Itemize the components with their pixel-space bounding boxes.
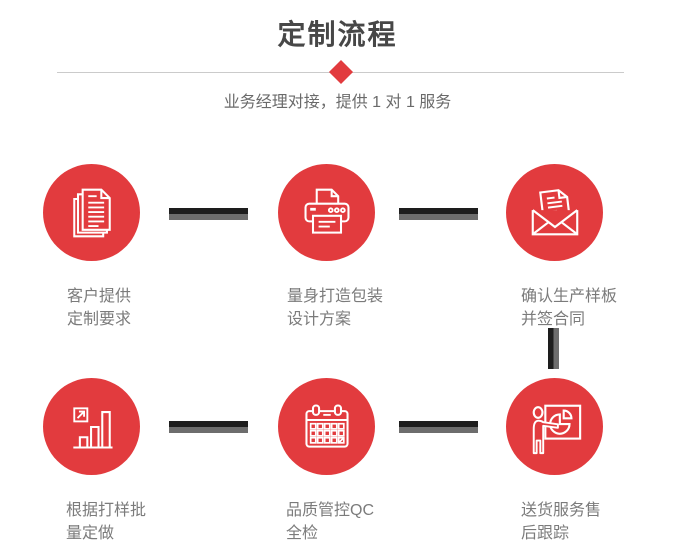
documents-icon — [72, 188, 111, 237]
connector-line — [169, 208, 248, 220]
step-label-line1: 确认生产样板 — [521, 288, 618, 305]
printer-icon — [304, 188, 349, 234]
bar-chart-icon — [72, 406, 113, 449]
step-label: 客户提供 定制要求 — [67, 285, 131, 331]
connector-line-vertical — [548, 328, 559, 369]
step-sample-contract: 确认生产样板 并签合同 — [506, 164, 617, 328]
step-label-line1: 送货服务售 — [521, 502, 602, 519]
step-batch-production: 根据打样批 量定做 — [43, 378, 146, 542]
step-label-line2: 全检 — [286, 525, 319, 542]
step-label-line2: 定制要求 — [67, 311, 132, 328]
step-quality-control: 品质管控QC 全检 — [278, 378, 375, 542]
step-circle — [43, 164, 140, 261]
step-label-line2: 并签合同 — [521, 311, 586, 328]
step-label: 送货服务售 后跟踪 — [521, 499, 601, 545]
step-label: 量身打造包装 设计方案 — [287, 285, 383, 331]
connector-line — [399, 208, 478, 220]
calendar-icon — [304, 404, 349, 448]
diamond-icon — [328, 59, 353, 85]
step-label-line2: 后跟踪 — [521, 525, 570, 542]
step-label-line1: 根据打样批 — [66, 502, 147, 519]
step-label: 品质管控QC 全检 — [286, 499, 374, 545]
subtitle: 业务经理对接，提供 1 对 1 服务 — [223, 94, 452, 111]
step-circle — [43, 378, 140, 475]
step-label-line1: 客户提供 — [67, 288, 132, 305]
step-label: 根据打样批 量定做 — [66, 499, 146, 545]
step-label-line1: 品质管控QC — [286, 502, 375, 519]
step-packaging-design: 量身打造包装 设计方案 — [278, 164, 383, 328]
page-title: 定制流程 — [277, 19, 398, 50]
step-circle — [506, 378, 603, 475]
step-label-line2: 量定做 — [66, 525, 115, 542]
step-label-line1: 量身打造包装 — [287, 288, 384, 305]
connector-line — [169, 421, 248, 433]
divider-line — [57, 59, 624, 85]
step-label-line2: 设计方案 — [287, 311, 352, 328]
step-circle — [278, 378, 375, 475]
step-circle — [278, 164, 375, 261]
envelope-icon — [531, 188, 578, 235]
presentation-icon — [532, 404, 581, 454]
step-circle — [506, 164, 603, 261]
step-label: 确认生产样板 并签合同 — [521, 285, 617, 331]
step-delivery-tracking: 送货服务售 后跟踪 — [506, 378, 603, 542]
step-customer-requirements: 客户提供 定制要求 — [43, 164, 140, 328]
connector-line — [399, 421, 478, 433]
